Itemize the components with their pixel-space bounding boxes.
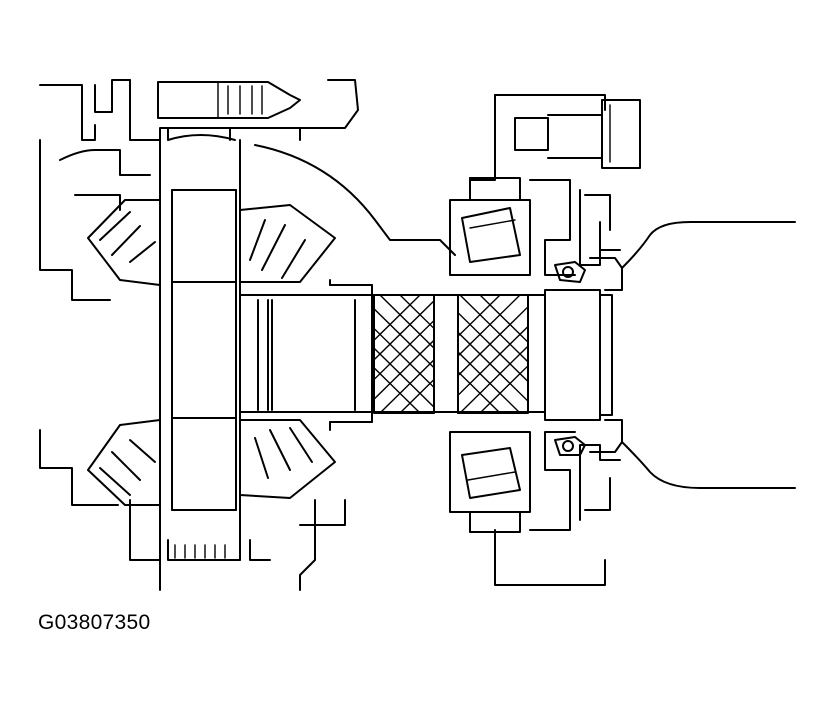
lower-oil-seal — [555, 420, 622, 455]
lower-side-gear-left — [88, 420, 160, 505]
shaft-flange-collar — [545, 290, 612, 420]
top-bolt — [130, 80, 300, 140]
axle-tube — [600, 222, 795, 488]
upper-side-gear-right — [240, 205, 335, 282]
spline-coupling — [300, 295, 600, 413]
pinion-shaft — [160, 135, 240, 560]
upper-roller-bearing — [450, 178, 530, 275]
side-bearing-housing — [470, 95, 620, 585]
upper-side-gear-left — [88, 200, 160, 285]
lower-roller-bearing — [450, 432, 530, 532]
lower-side-gear-right — [240, 420, 335, 498]
flange-bolt — [515, 100, 640, 168]
figure-id-label: G03807350 — [38, 611, 151, 634]
differential-housing-outline — [40, 80, 455, 590]
